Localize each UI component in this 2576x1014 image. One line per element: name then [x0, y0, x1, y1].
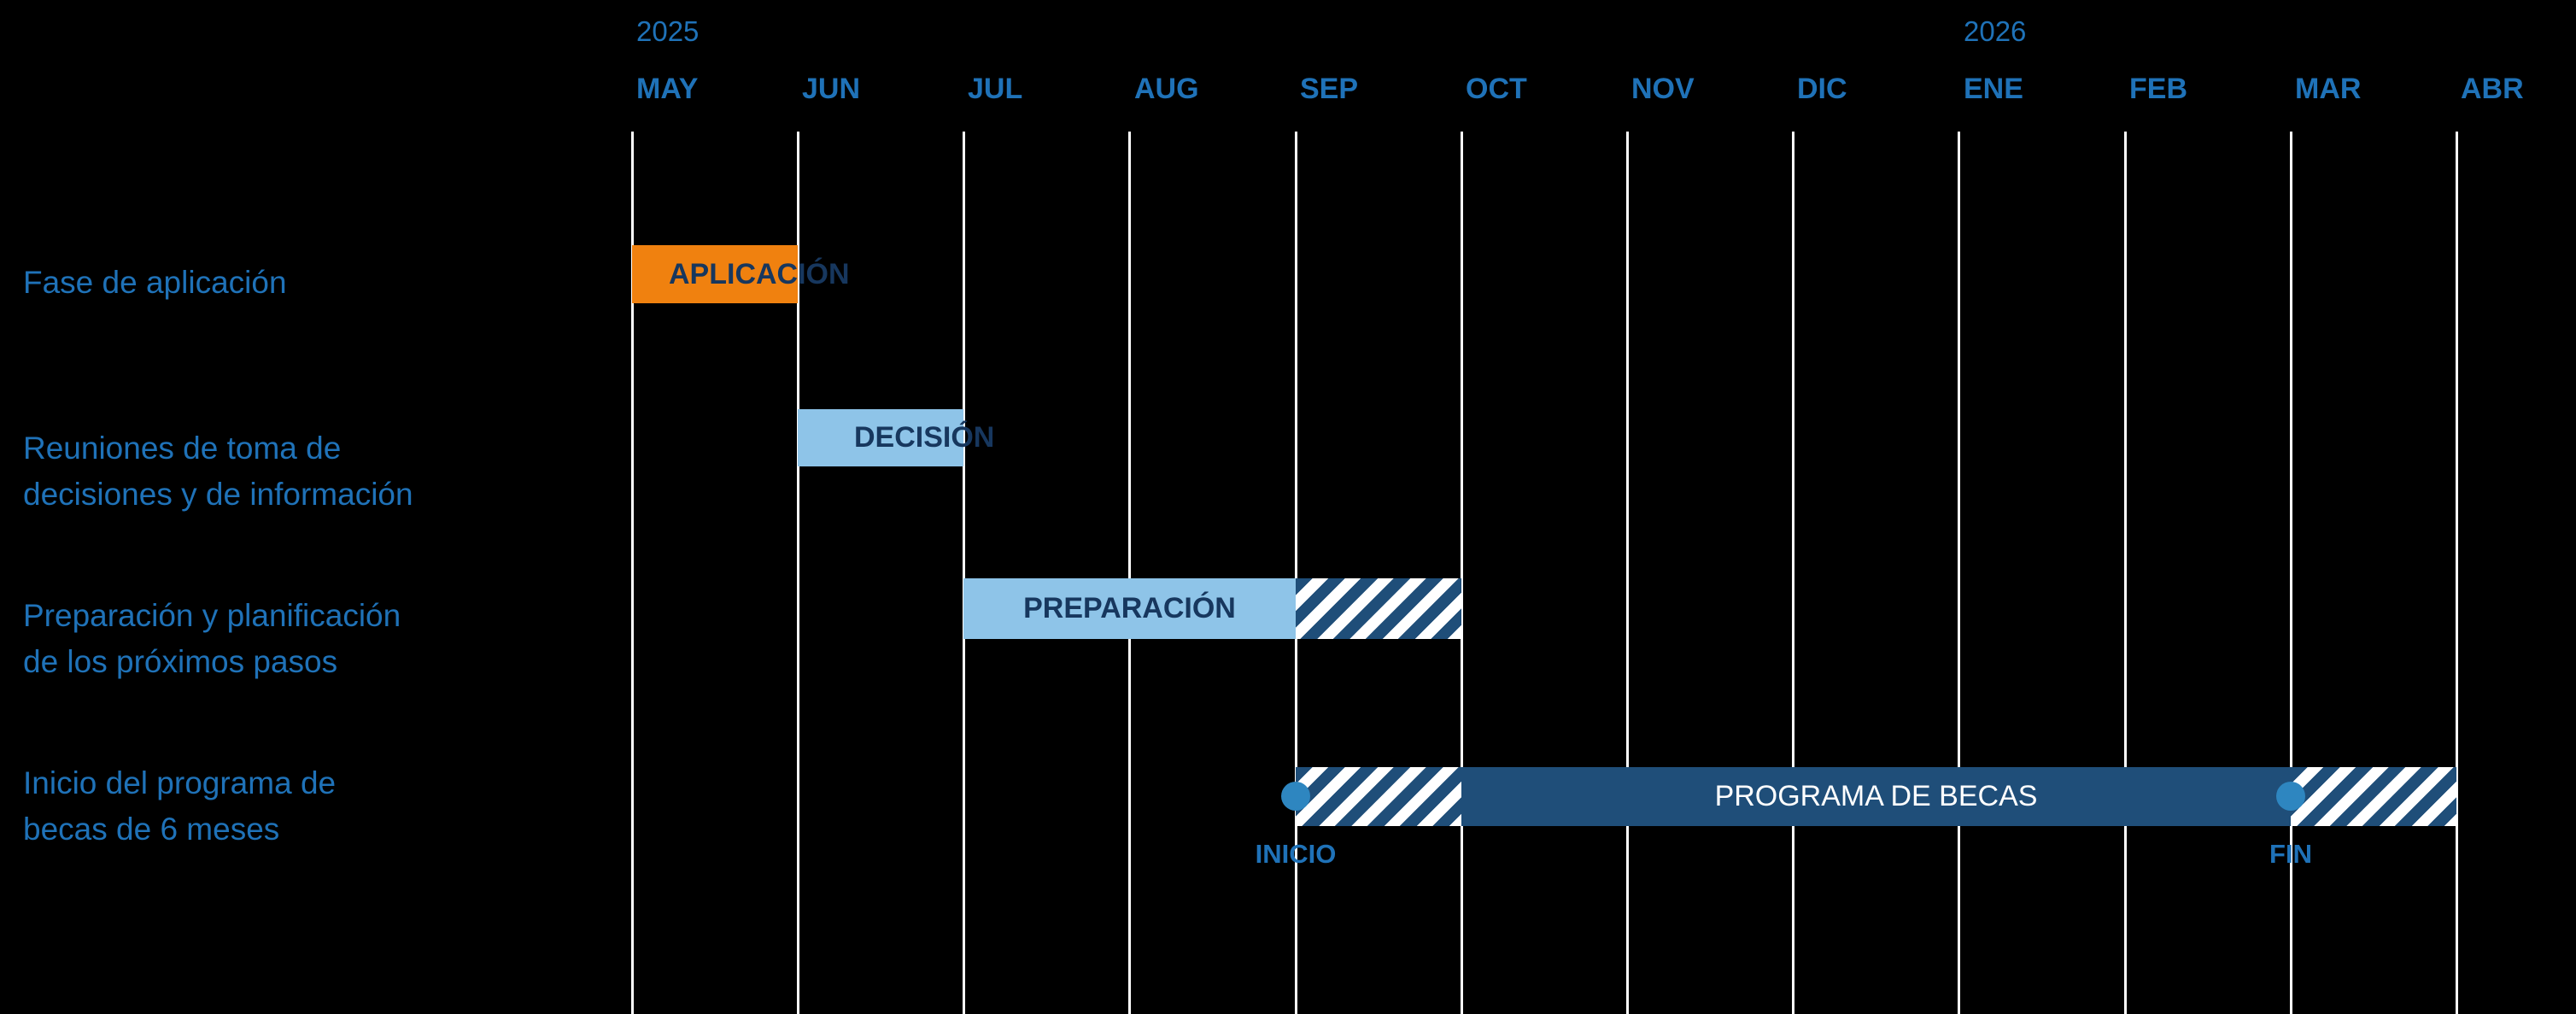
gridline-dic	[1792, 132, 1794, 1014]
bar-label-preparacion: PREPARACIÓN	[1023, 592, 1236, 624]
month-label-feb: FEB	[2129, 73, 2187, 105]
row-label-line: becas de 6 meses	[23, 812, 280, 847]
gridline-ene	[1958, 132, 1960, 1014]
milestone-dot-inicio	[1281, 782, 1310, 811]
gridline-jul	[963, 132, 965, 1014]
gridline-sep	[1295, 132, 1297, 1014]
month-label-dic: DIC	[1797, 73, 1847, 105]
bar-aplicacion	[632, 245, 798, 303]
gridline-oct	[1461, 132, 1463, 1014]
bar-decision	[798, 409, 963, 466]
row-label-line: decisiones y de información	[23, 477, 413, 512]
row-label-line: Fase de aplicación	[23, 265, 287, 300]
bar-preparacion: PREPARACIÓN	[963, 578, 1296, 639]
row-label-fase-aplicacion: Fase de aplicación	[23, 260, 287, 306]
gridline-may	[631, 132, 634, 1014]
month-label-ene: ENE	[1964, 73, 2023, 105]
milestone-dot-fin	[2276, 782, 2305, 811]
row-label-preparacion: Preparación y planificación de los próxi…	[23, 593, 401, 685]
year-label-2026: 2026	[1964, 15, 2027, 47]
year-label-2025: 2025	[636, 15, 700, 47]
row-label-reuniones: Reuniones de toma de decisiones y de inf…	[23, 425, 413, 518]
gridline-aug	[1128, 132, 1131, 1014]
month-label-jun: JUN	[802, 73, 861, 105]
row-label-line: Reuniones de toma de	[23, 431, 342, 466]
row-label-line: Preparación y planificación	[23, 598, 401, 633]
gridline-abr	[2456, 132, 2458, 1014]
month-label-oct: OCT	[1466, 73, 1527, 105]
bar-programa-hatched-lead	[1296, 767, 1461, 826]
bar-label-aplicacion: APLICACIÓN	[669, 257, 850, 290]
bar-programa-de-becas: PROGRAMA DE BECAS	[1461, 767, 2291, 826]
gridline-jun	[797, 132, 799, 1014]
month-label-jul: JUL	[968, 73, 1023, 105]
milestone-label-inicio: INICIO	[1255, 839, 1337, 869]
row-label-inicio-programa: Inicio del programa de becas de 6 meses	[23, 760, 336, 853]
bar-label-decision: DECISIÓN	[854, 421, 995, 454]
gridline-feb	[2124, 132, 2127, 1014]
bar-label-programa-de-becas: PROGRAMA DE BECAS	[1714, 780, 2038, 812]
bar-preparacion-hatched-extension	[1296, 578, 1461, 639]
bar-programa-hatched-tail	[2291, 767, 2456, 826]
gridline-nov	[1626, 132, 1629, 1014]
month-label-may: MAY	[636, 73, 699, 105]
milestone-label-fin: FIN	[2269, 839, 2312, 869]
month-label-sep: SEP	[1300, 73, 1359, 105]
row-label-line: de los próximos pasos	[23, 644, 338, 679]
month-label-abr: ABR	[2461, 73, 2524, 105]
row-label-line: Inicio del programa de	[23, 765, 337, 800]
month-label-aug: AUG	[1134, 73, 1199, 105]
month-label-mar: MAR	[2295, 73, 2362, 105]
month-label-nov: NOV	[1631, 73, 1695, 105]
gridline-mar	[2290, 132, 2292, 1014]
